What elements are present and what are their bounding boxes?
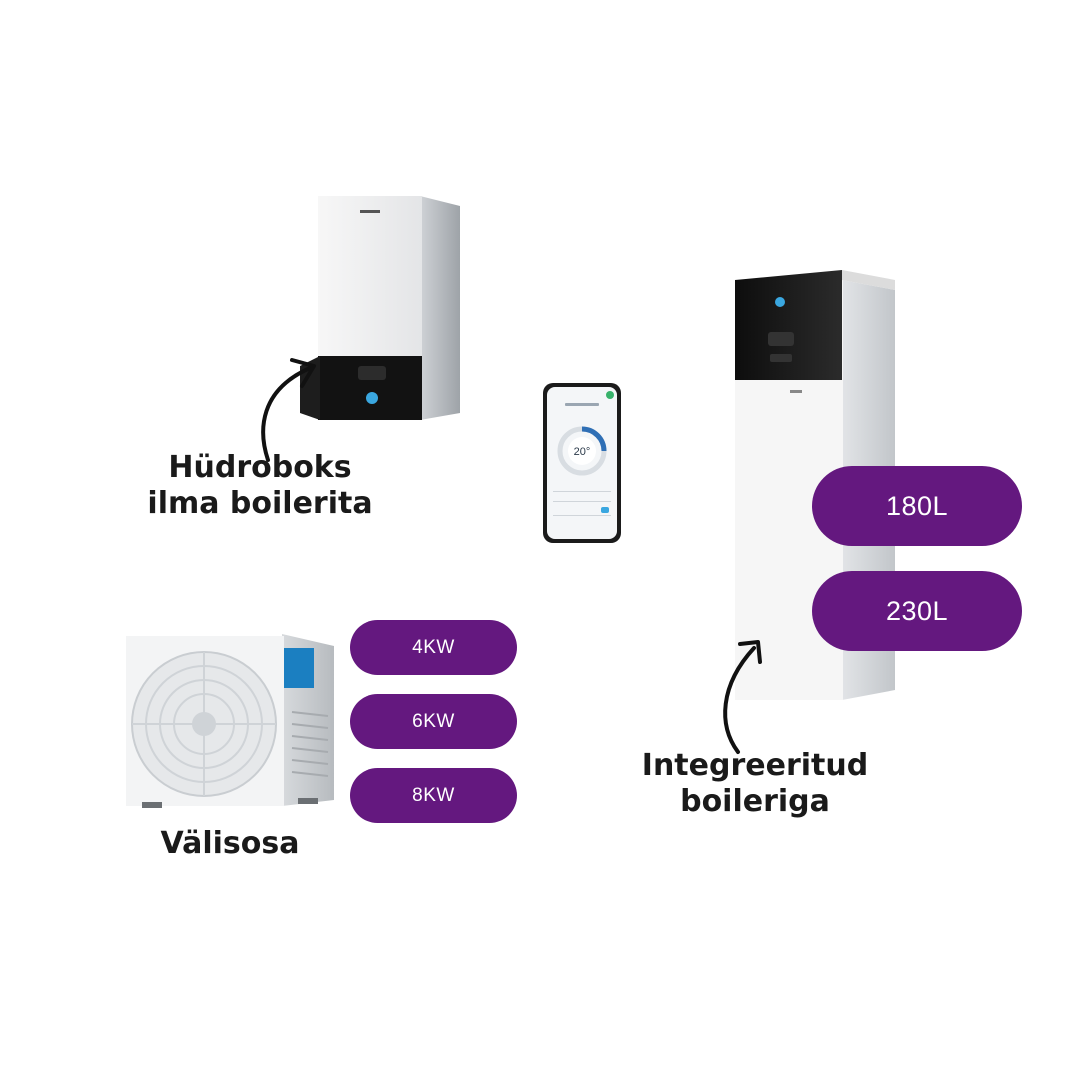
capacity-8kw-pill: 8KW (350, 768, 517, 823)
outdoor-unit (126, 634, 334, 808)
integrated-label-line1: Integreeritud (641, 748, 869, 783)
tank-volume-180-pill: 180L (812, 466, 1022, 546)
arrow-icon (261, 358, 316, 462)
arrow-icon (723, 640, 762, 754)
phone-temperature: 20° (574, 446, 591, 458)
capacity-6kw-pill: 6KW (350, 694, 517, 749)
hydrobox-unit (300, 196, 460, 420)
smartphone: 20° (543, 383, 621, 543)
tank-volume-230-pill: 230L (812, 571, 1022, 651)
integrated-label-line2: boileriga (680, 784, 830, 819)
integrated-label: Integreeritud boileriga (620, 748, 890, 820)
outdoor-unit-label: Välisosa (160, 826, 300, 861)
hydrobox-label-line2: ilma boilerita (147, 486, 373, 521)
fan-icon (131, 651, 277, 797)
hydrobox-label-line1: Hüdroboks (168, 450, 352, 485)
capacity-4kw-pill: 4KW (350, 620, 517, 675)
hydrobox-label: Hüdroboks ilma boilerita (130, 450, 390, 522)
